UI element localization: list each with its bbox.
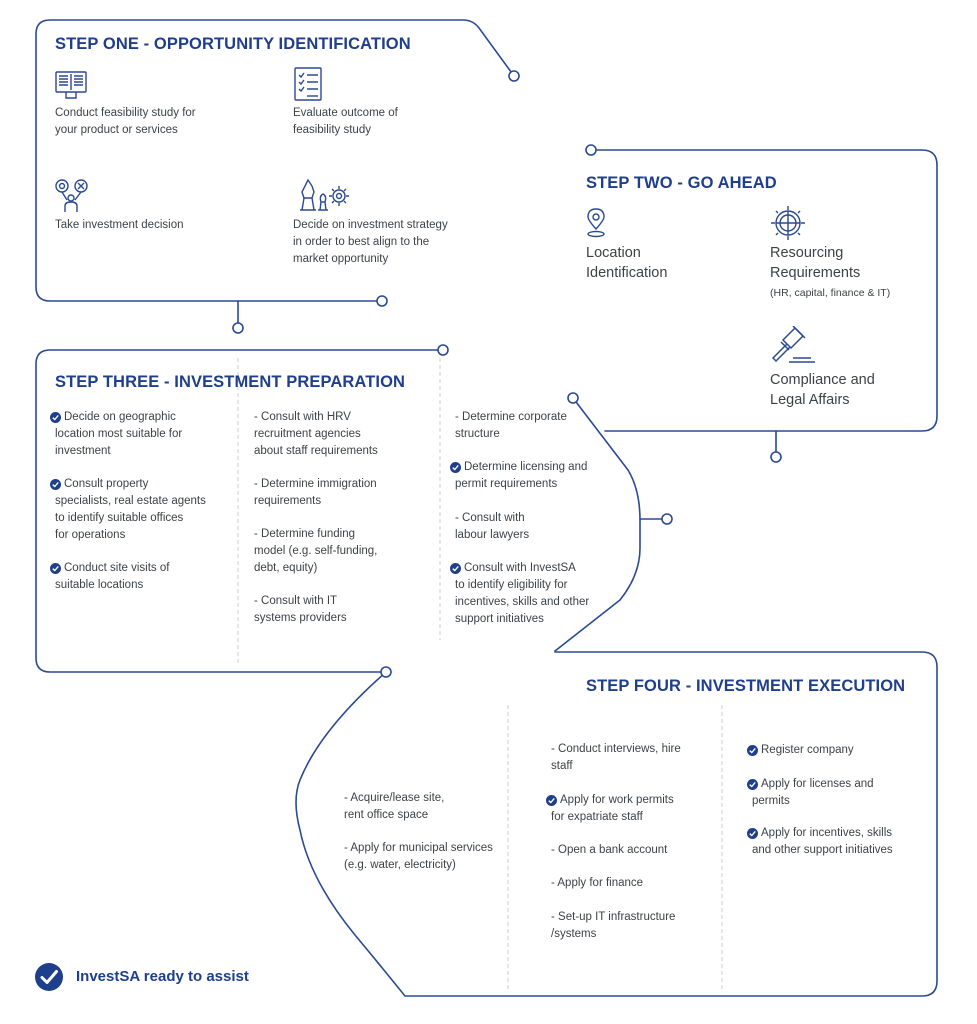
step-four-item: - Set-up IT infrastructure /systems (551, 911, 676, 940)
check-circle-icon (35, 963, 63, 991)
step-three-title: STEP THREE - INVESTMENT PREPARATION (55, 373, 406, 391)
investsa-check-icon (50, 412, 61, 423)
step-one-item-3: Take investment decision (55, 219, 184, 231)
step-three-item: Conduct site visits of suitable location… (55, 562, 170, 591)
step-two-item-resourcing: Resourcing Requirements (770, 245, 861, 281)
step-four-item: - Apply for municipal services (e.g. wat… (344, 842, 493, 871)
step-three-item: - Consult with IT systems providers (254, 595, 347, 624)
step-four-box (295, 651, 938, 997)
node-dot (567, 392, 579, 404)
step-four-item: - Acquire/lease site, rent office space (344, 792, 445, 821)
investsa-check-icon (50, 479, 61, 490)
step-three-item: - Consult with labour lawyers (455, 512, 530, 541)
step-three-item: Consult with InvestSA to identify eligib… (455, 562, 590, 625)
step-three-item: - Determine funding model (e.g. self-fun… (254, 528, 378, 574)
step-three-item: Decide on geographic location most suita… (55, 411, 183, 457)
investsa-check-icon (747, 779, 758, 790)
step-three-item: Determine licensing and permit requireme… (455, 461, 588, 490)
book-icon (55, 71, 87, 99)
step-three-box (35, 349, 444, 673)
node-dot (232, 322, 244, 334)
checklist-icon (294, 67, 322, 101)
step-four-item: - Open a bank account (551, 844, 668, 856)
investsa-check-icon (450, 563, 461, 574)
step-one-item-2: Evaluate outcome of feasibility study (293, 107, 398, 136)
step-four-item: Apply for incentives, skills and other s… (752, 827, 893, 856)
node-dot (437, 344, 449, 356)
step-two-resourcing-note: (HR, capital, finance & IT) (770, 287, 891, 299)
step-four-item: - Apply for finance (551, 877, 644, 889)
location-pin-icon (587, 208, 605, 238)
strategy-chess-gear-icon (300, 178, 349, 211)
step-four-item: Apply for work permits for expatriate st… (551, 794, 674, 823)
step-one-item-1: Conduct feasibility study for your produ… (55, 107, 196, 136)
step-one-item-4: Decide on investment strategy in order t… (293, 219, 448, 265)
gear-crosshair-icon (771, 206, 805, 240)
step-four-title: STEP FOUR - INVESTMENT EXECUTION (586, 677, 906, 695)
investsa-check-icon (747, 745, 758, 756)
step-three-item: Consult property specialists, real estat… (55, 478, 206, 541)
investsa-check-icon (50, 563, 61, 574)
node-dot (585, 144, 597, 156)
investsa-check-icon (546, 795, 557, 806)
step-two-item-location: Location Identification (586, 245, 668, 281)
gavel-icon (771, 326, 815, 363)
node-dot (376, 295, 388, 307)
step-three-item: - Consult with HRV recruitment agencies … (254, 411, 378, 457)
node-dot (770, 451, 782, 463)
node-dot (661, 513, 673, 525)
step-one-box (35, 19, 515, 302)
connector-three-four (554, 397, 641, 652)
step-two-item-compliance: Compliance and Legal Affairs (770, 372, 875, 408)
legend-label: InvestSA ready to assist (76, 968, 249, 985)
decision-icon (55, 179, 88, 212)
step-four-item: - Conduct interviews, hire staff (551, 743, 681, 772)
step-three-item: - Determine immigration requirements (254, 478, 377, 507)
step-one-title: STEP ONE - OPPORTUNITY IDENTIFICATION (55, 35, 411, 53)
step-two-box (590, 149, 938, 458)
node-dot (508, 70, 520, 82)
step-four-item: Register company (761, 744, 854, 756)
investsa-check-icon (450, 462, 461, 473)
step-three-item: - Determine corporate structure (455, 411, 567, 440)
investsa-check-icon (747, 828, 758, 839)
step-four-item: Apply for licenses and permits (752, 778, 874, 807)
node-dot (380, 666, 392, 678)
step-two-title: STEP TWO - GO AHEAD (586, 174, 777, 192)
